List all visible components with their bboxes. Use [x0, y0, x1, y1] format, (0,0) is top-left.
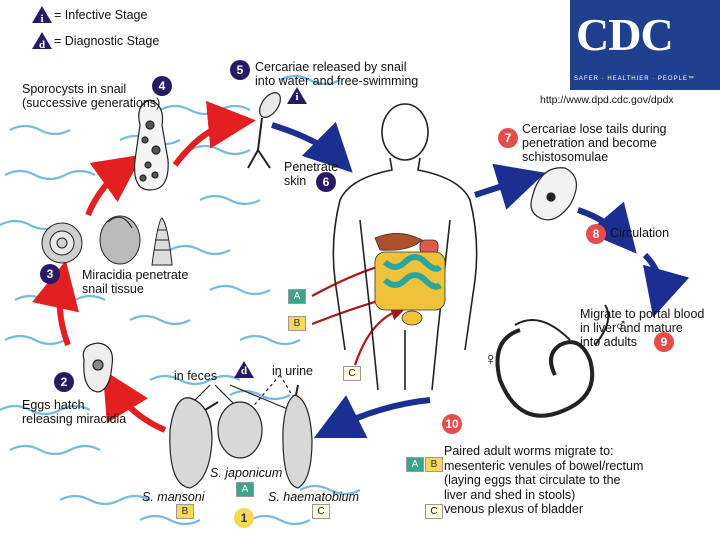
- japonicum-label: S. japonicum: [210, 466, 283, 480]
- adult-worms: [495, 304, 610, 418]
- in-feces-label: in feces: [174, 369, 218, 383]
- stage-9-badge: 9: [654, 332, 674, 352]
- diagnostic-marker: d: [234, 361, 254, 378]
- in-urine-label: in urine: [272, 364, 313, 378]
- tag-b-body: B: [288, 316, 306, 331]
- sporocyst: [133, 99, 169, 191]
- arrow-8-to-9: [642, 252, 690, 318]
- cdc-logo-text: CDC: [576, 9, 674, 60]
- infective-marker: i: [287, 87, 307, 104]
- tag-c-haematobium: C: [312, 504, 330, 519]
- stage-7-badge: 7: [498, 128, 518, 148]
- tag-c-body: C: [343, 366, 361, 381]
- tag-c-stage10: C: [425, 504, 443, 519]
- male-symbol: ♂: [614, 315, 628, 335]
- cdc-url[interactable]: http://www.dpd.cdc.gov/dpdx: [540, 94, 674, 106]
- arrow-10-to-1: [313, 395, 431, 439]
- stage-8-badge: 8: [586, 224, 606, 244]
- stage-3-badge: 3: [40, 264, 60, 284]
- arrow-5-to-6: [271, 121, 353, 173]
- cdc-tagline: SAFER · HEALTHIER · PEOPLE™: [574, 76, 695, 82]
- cdc-logo: [570, 0, 720, 90]
- stage-1-badge: 1: [234, 508, 254, 528]
- arrow-4-to-5: [172, 100, 256, 167]
- arrow-6-to-7: [474, 163, 546, 210]
- female-symbol: ♀: [484, 349, 498, 369]
- schistosomulum: [530, 167, 577, 221]
- tag-a-body: A: [288, 289, 306, 304]
- egg-japonicum: [217, 401, 263, 459]
- stage-2-badge: 2: [54, 372, 74, 392]
- arrow-2-to-3: [32, 260, 80, 347]
- tag-b-mansoni: B: [176, 504, 194, 519]
- egg-mansoni: [169, 397, 213, 489]
- stage-5-badge: 5: [230, 60, 250, 80]
- stage-4-label: Sporocysts in snail(successive generatio…: [22, 82, 161, 110]
- stage-8-label: Circulation: [610, 226, 670, 240]
- cercaria: [247, 92, 281, 169]
- snail-planorbid: [41, 222, 83, 264]
- arrow-3-to-4: [85, 154, 143, 217]
- arrow-7-to-8: [577, 201, 637, 254]
- stage-10-badge: 10: [442, 414, 462, 434]
- haematobium-label: S. haematobium: [268, 490, 360, 504]
- stage-6-badge: 6: [316, 172, 336, 192]
- tag-a-japonicum: A: [236, 482, 254, 497]
- egg-haematobium: [282, 394, 313, 489]
- bladder: [401, 310, 423, 326]
- miracidium-egg: [82, 342, 114, 393]
- snail-oncomelania: [99, 215, 141, 265]
- tag-b-stage10: B: [425, 457, 443, 472]
- tag-a-stage10: A: [406, 457, 424, 472]
- liver: [374, 233, 423, 251]
- snail-bulinus: [151, 217, 173, 266]
- mansoni-label: S. mansoni: [142, 490, 205, 504]
- stage-4-badge: 4: [152, 76, 172, 96]
- arrow-1-to-2: [102, 369, 167, 433]
- stage-10-label: Paired adult worms migrate to: mesenteri…: [444, 444, 644, 516]
